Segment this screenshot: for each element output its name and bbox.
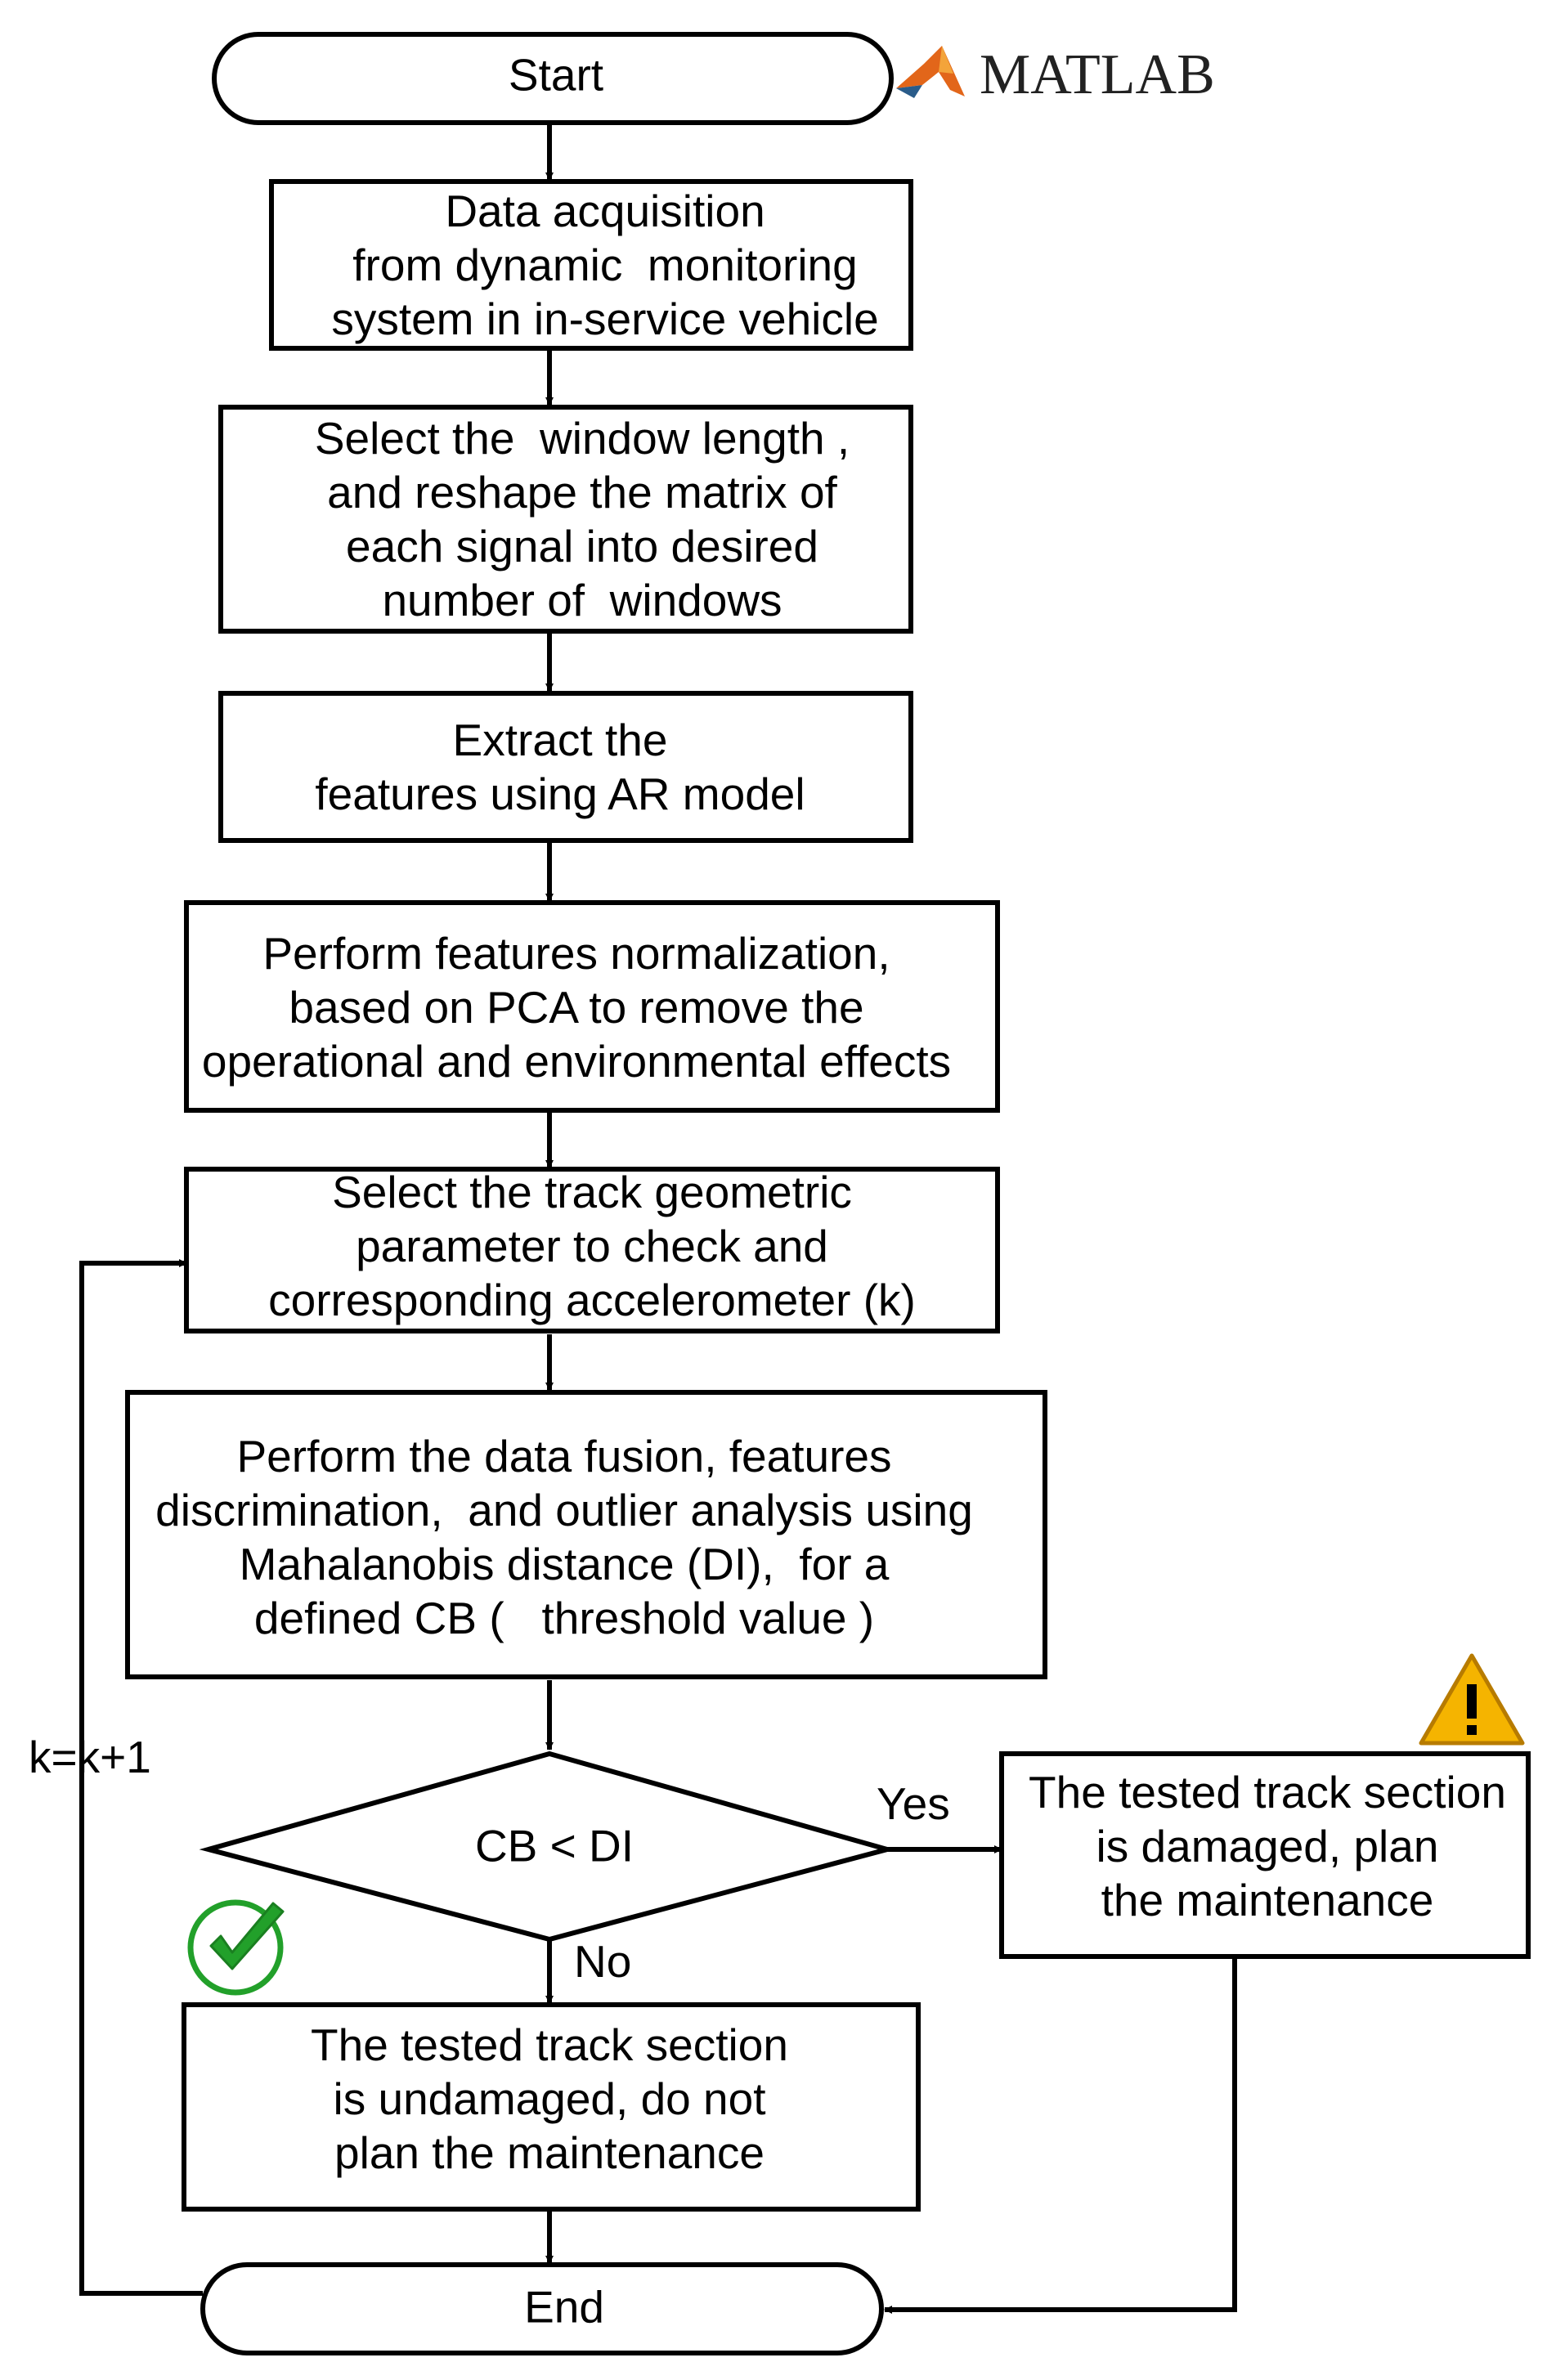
label-line: parameter to check and (356, 1221, 828, 1271)
label-line: discrimination, and outlier analysis usi… (155, 1485, 973, 1535)
matlab-logo: MATLAB (896, 43, 1215, 106)
label-line: Perform features normalization, (262, 928, 890, 979)
label-line: Perform the data fusion, features (237, 1431, 892, 1481)
label-line: plan the maintenance (334, 2127, 765, 2178)
warning-icon (1419, 1653, 1525, 1746)
edge-loop-back (79, 1259, 203, 2296)
label-line: The tested track section (1029, 1767, 1506, 1817)
matlab-logo-icon (896, 46, 965, 98)
matlab-wordmark: MATLAB (980, 43, 1215, 106)
loop-counter-label: k=k+1 (29, 1732, 151, 1782)
no-label: No (574, 1936, 631, 1987)
label-line: features using AR model (315, 769, 805, 819)
label-line: defined CB ( threshold value ) (254, 1593, 874, 1643)
check-mark-icon (187, 1899, 285, 1996)
decision-diamond: CB < DI (199, 1750, 897, 1943)
start-label: Start (509, 50, 603, 101)
label-line: is undamaged, do not (334, 2073, 766, 2124)
label-line: based on PCA to remove the (289, 982, 863, 1033)
label-line: operational and environmental effects (202, 1036, 951, 1087)
label-line: corresponding accelerometer (k) (268, 1275, 916, 1325)
label-line: Select the window length , (315, 413, 850, 464)
end-label: End (524, 2282, 604, 2333)
label-line: is damaged, plan (1096, 1821, 1439, 1871)
start-terminal: Start (212, 32, 894, 125)
end-terminal: End (200, 2262, 884, 2355)
window-label: Select the window length ,and reshape th… (315, 413, 850, 625)
decision-label: CB < DI (475, 1821, 634, 1871)
normalization-box: Perform features normalization,based on … (184, 900, 1000, 1113)
label-line: and reshape the matrix of (327, 467, 837, 518)
label-line: from dynamic monitoring (352, 240, 857, 290)
normalize-label: Perform features normalization,based on … (202, 928, 951, 1087)
label-line: system in in-service vehicle (331, 294, 878, 344)
label-line: Data acquisition (445, 186, 765, 236)
edge-damaged-to-end (884, 1958, 1237, 2314)
window-length-box: Select the window length ,and reshape th… (218, 405, 913, 634)
label-line: The tested track section (311, 2019, 788, 2070)
label-line: Mahalanobis distance (DI), for a (240, 1539, 890, 1589)
label-line: Extract the (453, 715, 668, 765)
label-line: Select the track geometric (332, 1167, 852, 1217)
label-line: the maintenance (1101, 1875, 1434, 1925)
yes-label: Yes (877, 1778, 950, 1829)
connectors (79, 124, 1237, 2314)
label-line: each signal into desired (346, 521, 818, 571)
label-line: number of windows (382, 575, 782, 625)
